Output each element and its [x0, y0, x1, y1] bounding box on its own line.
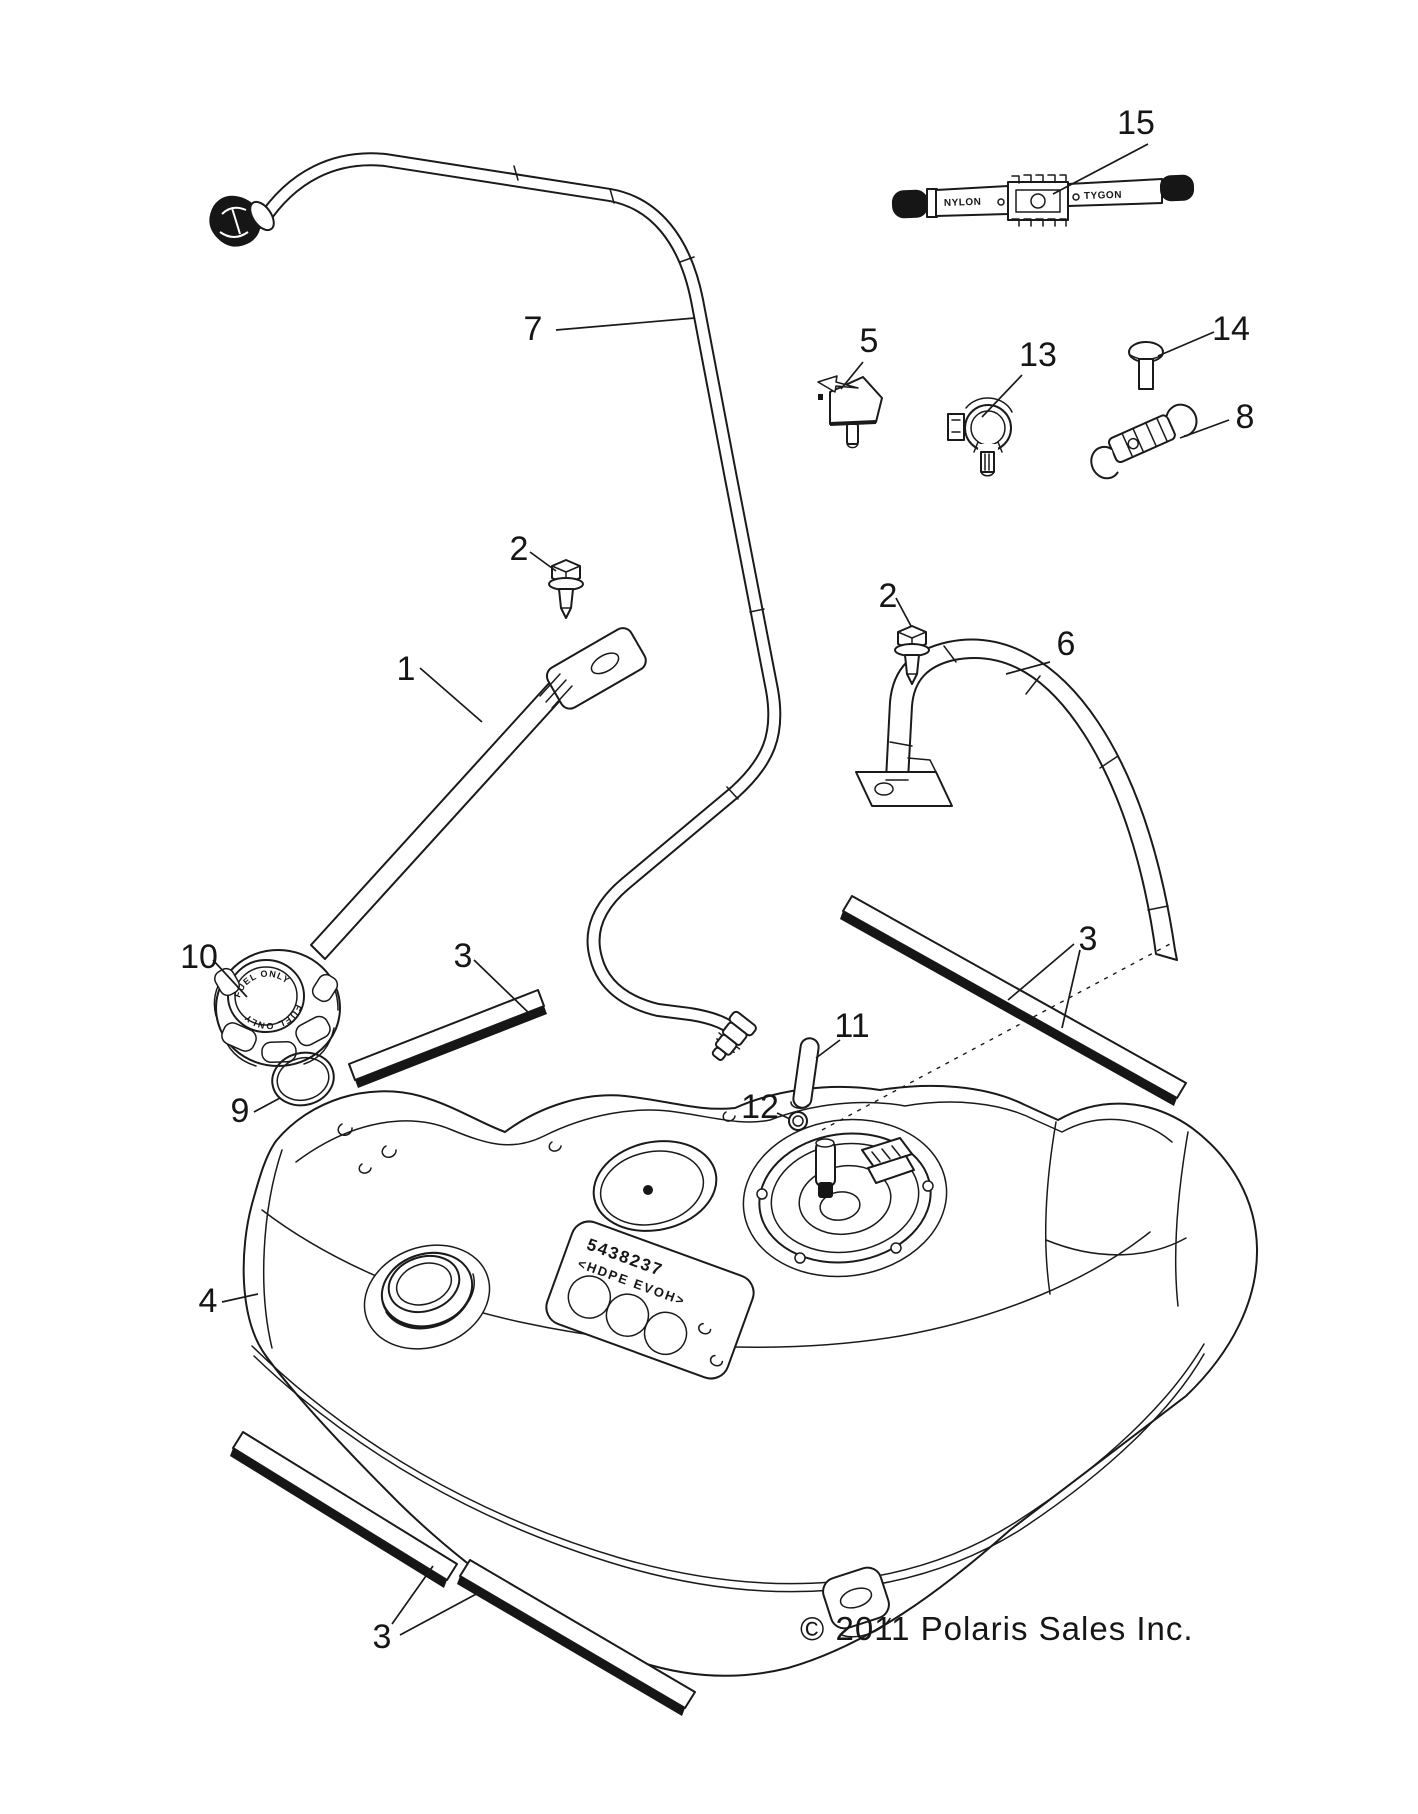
- fuel-cap: FUEL ONLY FUEL ONLY: [213, 949, 341, 1067]
- fuel-tank: 5438237 <HDPE EVOH>: [242, 1084, 1259, 1677]
- leader-lines: [212, 143, 1230, 1636]
- callout-2-rear: 2: [879, 577, 898, 615]
- hose-print-right: TYGON: [1084, 190, 1122, 202]
- callout-12: 12: [741, 1088, 779, 1126]
- callout-5: 5: [860, 322, 879, 360]
- callout-15: 15: [1117, 104, 1155, 142]
- tank-strap-rear: [855, 638, 1178, 961]
- vent-tube: [790, 1037, 820, 1110]
- tank-recess-circle: [592, 1140, 718, 1232]
- dual-line-clip: [1090, 403, 1198, 480]
- callout-14: 14: [1212, 310, 1250, 348]
- tank-mold-plate: 5438237 <HDPE EVOH>: [545, 1220, 755, 1380]
- hose-print-left: NYLON: [944, 197, 982, 209]
- filler-neck: [363, 1244, 491, 1350]
- hose-barb-fitting: [711, 1010, 757, 1061]
- callout-1: 1: [397, 650, 416, 688]
- foam-strip-left: [348, 989, 547, 1088]
- grommet-ring: [788, 1111, 808, 1131]
- callout-3-bottom: 3: [373, 1618, 392, 1656]
- hose-quick-connector: [209, 195, 275, 247]
- hose-clamp: [947, 397, 1013, 477]
- callout-11: 11: [834, 1007, 869, 1045]
- callout-8: 8: [1236, 398, 1255, 436]
- callout-2-front: 2: [510, 530, 529, 568]
- copyright-notice: © 2011 Polaris Sales Inc.: [800, 1610, 1194, 1647]
- cap-o-ring: [271, 1051, 335, 1107]
- tank-bottom-bracket: [822, 1566, 891, 1638]
- fuel-pump-assembly: [742, 1118, 948, 1278]
- callout-6: 6: [1057, 625, 1076, 663]
- callout-9: 9: [231, 1092, 250, 1130]
- callout-4: 4: [199, 1282, 218, 1320]
- callout-7: 7: [524, 310, 543, 348]
- callout-10: 10: [180, 938, 218, 976]
- rivet-screw: [1128, 341, 1164, 390]
- foam-strip-bottom-2: [457, 1559, 696, 1716]
- hose-clip-arrow: [817, 375, 883, 449]
- fuel-line-assembly: NYLON TYGON: [891, 174, 1195, 227]
- inline-connector: [1007, 174, 1069, 227]
- foam-strip-right: [840, 895, 1187, 1106]
- callout-3-right: 3: [1079, 920, 1098, 958]
- vent-hose: [209, 152, 782, 1061]
- callout-3-left: 3: [454, 937, 473, 975]
- callout-13: 13: [1019, 336, 1057, 374]
- foam-strip-bottom-1: [230, 1431, 458, 1588]
